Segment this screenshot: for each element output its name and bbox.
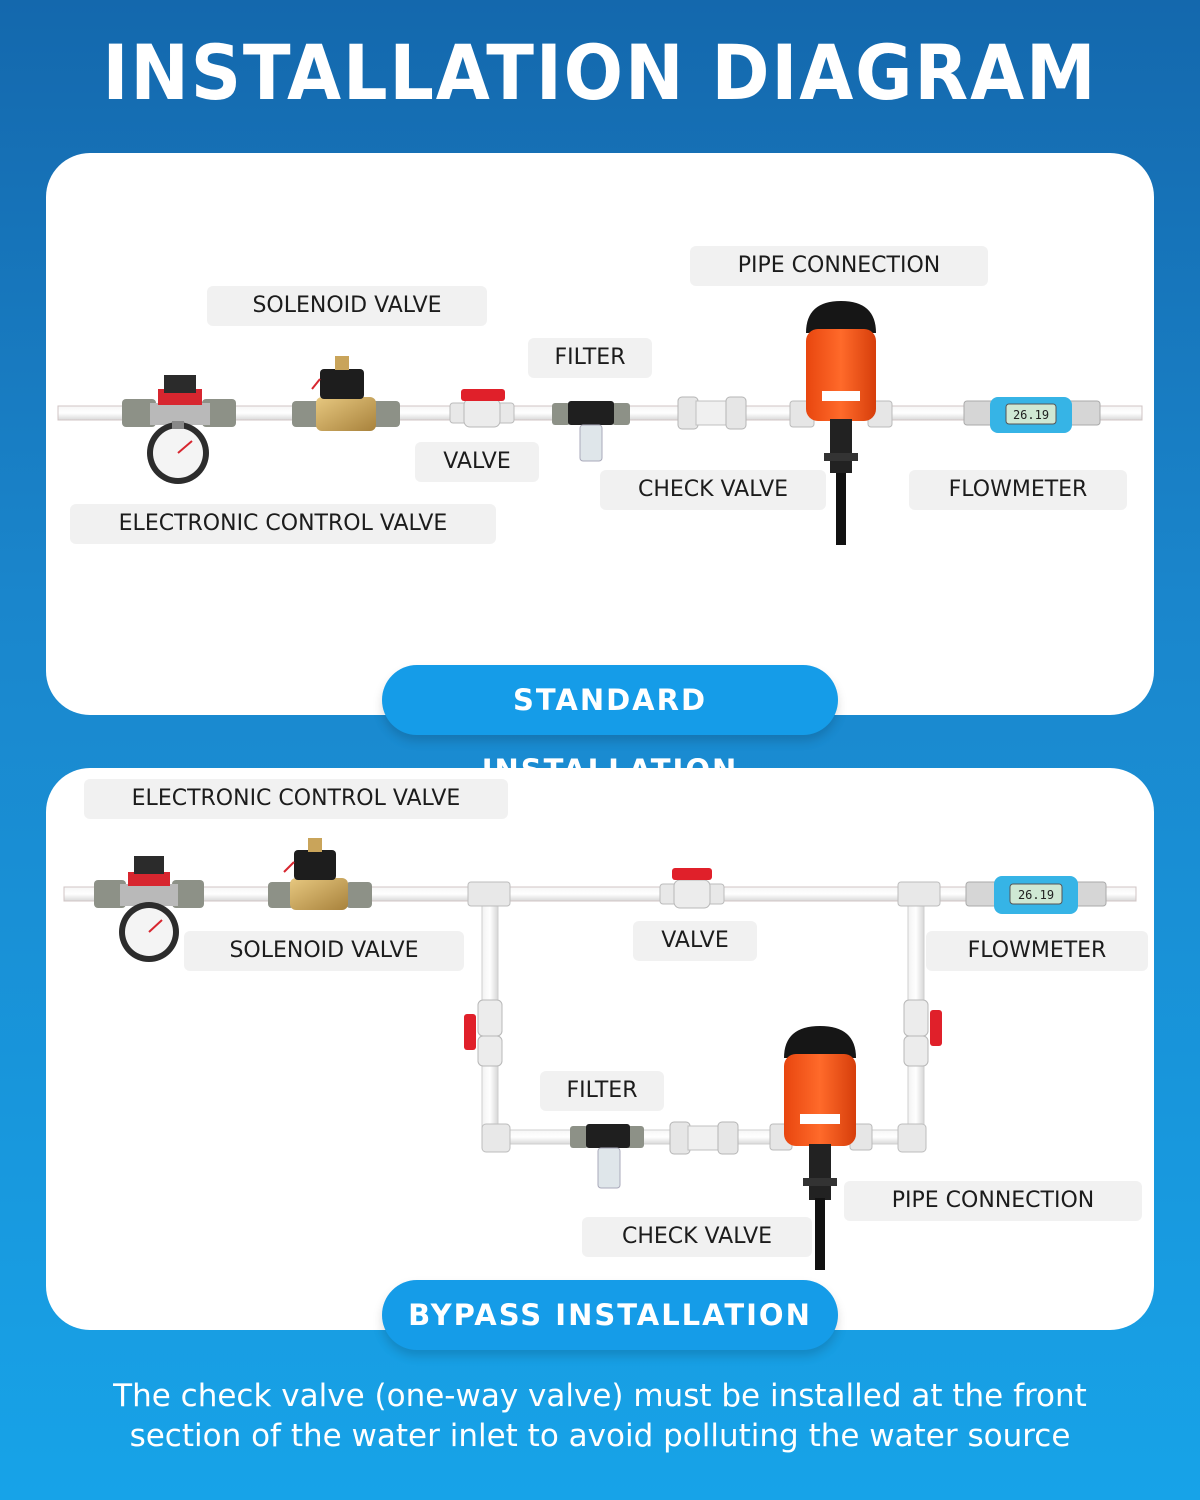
label-valve: VALVE (415, 442, 539, 482)
note-line-1: The check valve (one-way valve) must be … (113, 1378, 1087, 1414)
bypass-installation-panel: 26.19 ELECTRONIC CONTROL VALVE SOLENOID … (46, 768, 1154, 1330)
ball-valve-icon (903, 999, 942, 1067)
dosing-pump-icon (769, 1026, 873, 1270)
label-electronic-control-valve: ELECTRONIC CONTROL VALVE (84, 779, 508, 819)
flowmeter-icon: 26.19 (965, 876, 1107, 914)
solenoid-valve-icon (292, 356, 400, 431)
flowmeter-reading: 26.19 (1013, 408, 1049, 422)
label-flowmeter: FLOWMETER (909, 470, 1127, 510)
note-line-2: section of the water inlet to avoid poll… (129, 1418, 1071, 1454)
ball-valve-icon (659, 868, 725, 909)
bypass-diagram: 26.19 (63, 838, 1137, 1270)
label-check-valve: CHECK VALVE (600, 470, 826, 510)
filter-icon (552, 401, 630, 462)
label-pipe-connection: PIPE CONNECTION (844, 1181, 1142, 1221)
label-filter: FILTER (540, 1071, 664, 1111)
dosing-pump-icon (789, 301, 893, 545)
pressure-regulator-icon (94, 856, 204, 962)
standard-diagram: 26.19 (57, 301, 1143, 545)
filter-icon (570, 1124, 644, 1189)
page-title: INSTALLATION DIAGRAM (102, 28, 1098, 117)
label-flowmeter: FLOWMETER (926, 931, 1148, 971)
pressure-regulator-icon (122, 375, 236, 484)
installation-note: The check valve (one-way valve) must be … (0, 1376, 1200, 1456)
label-solenoid-valve: SOLENOID VALVE (207, 286, 487, 326)
check-valve-icon (677, 396, 747, 430)
ball-valve-icon (449, 389, 515, 428)
label-electronic-control-valve: ELECTRONIC CONTROL VALVE (70, 504, 496, 544)
flowmeter-reading: 26.19 (1018, 888, 1054, 902)
label-filter: FILTER (528, 338, 652, 378)
standard-installation-banner: STANDARD INSTALLATION (382, 665, 838, 787)
label-check-valve: CHECK VALVE (582, 1217, 812, 1257)
solenoid-valve-icon (268, 838, 372, 910)
label-pipe-connection: PIPE CONNECTION (690, 246, 988, 286)
standard-installation-panel: 26.19 PIPE CONNECTION SOLENOID VALVE FIL… (46, 153, 1154, 715)
flowmeter-icon: 26.19 (963, 397, 1101, 433)
ball-valve-icon (464, 999, 503, 1067)
bypass-installation-banner: BYPASS INSTALLATION (382, 1280, 838, 1350)
label-valve: VALVE (633, 921, 757, 961)
label-solenoid-valve: SOLENOID VALVE (184, 931, 464, 971)
check-valve-icon (669, 1121, 739, 1155)
